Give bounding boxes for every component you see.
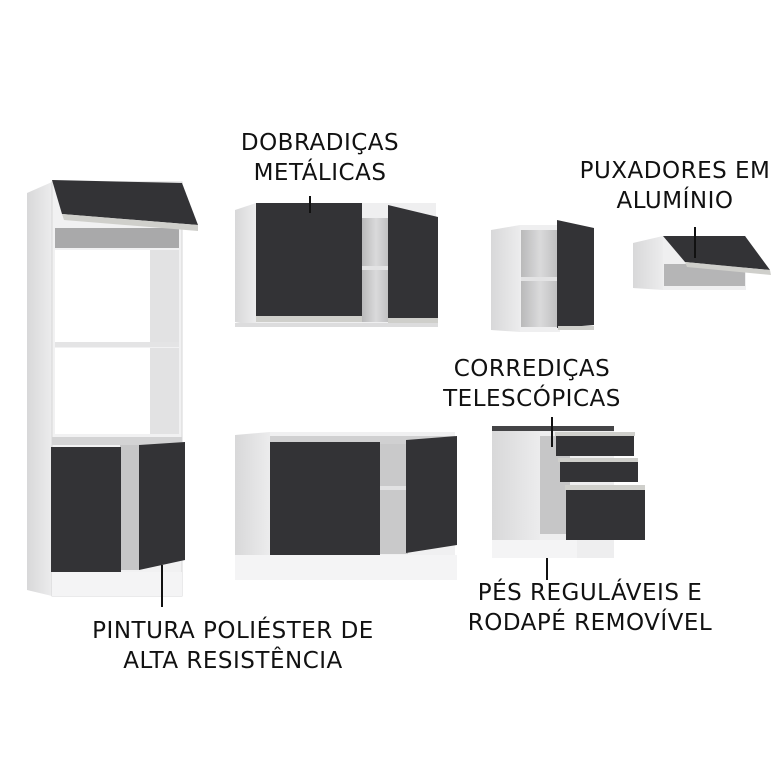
- label-handles-line1: PUXADORES EM: [579, 158, 771, 184]
- label-hinges-line1: DOBRADIÇAS: [240, 130, 400, 156]
- label-feet: PÉS REGULÁVEIS E RODAPÉ REMOVÍVEL: [455, 578, 725, 638]
- base-cabinet-3-drawers: [492, 426, 645, 558]
- label-slides-line2: TELESCÓPICAS: [443, 386, 621, 412]
- base-cabinet-2-doors: [235, 432, 457, 580]
- label-handles: PUXADORES EM ALUMÍNIO: [570, 156, 780, 216]
- label-hinges: DOBRADIÇAS METÁLICAS: [230, 128, 410, 188]
- label-paint: PINTURA POLIÉSTER DE ALTA RESISTÊNCIA: [78, 616, 388, 676]
- label-feet-line1: PÉS REGULÁVEIS E: [477, 580, 703, 606]
- upper-cabinet-1-door: [491, 220, 594, 332]
- upper-cabinet-flip-up: [633, 236, 771, 290]
- label-hinges-line2: METÁLICAS: [253, 160, 387, 186]
- upper-cabinet-2-doors: [235, 203, 438, 327]
- label-paint-line2: ALTA RESISTÊNCIA: [123, 648, 343, 674]
- label-slides-line1: CORREDIÇAS: [453, 356, 611, 382]
- label-feet-line2: RODAPÉ REMOVÍVEL: [467, 610, 713, 636]
- label-slides: CORREDIÇAS TELESCÓPICAS: [432, 354, 632, 414]
- tall-oven-cabinet: [27, 180, 198, 597]
- leader-lines: [161, 196, 696, 607]
- label-paint-line1: PINTURA POLIÉSTER DE: [92, 618, 374, 644]
- label-handles-line2: ALUMÍNIO: [616, 188, 734, 214]
